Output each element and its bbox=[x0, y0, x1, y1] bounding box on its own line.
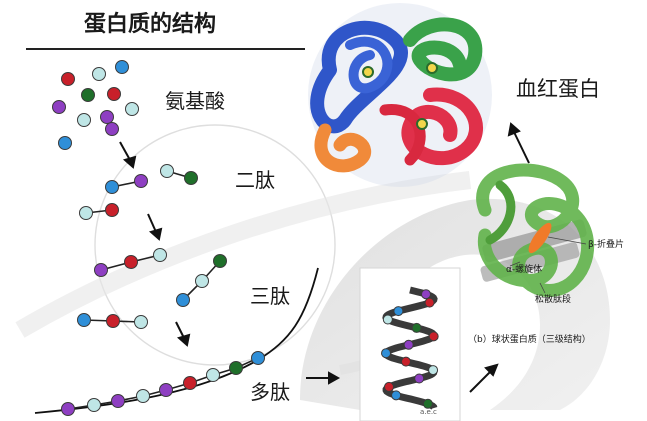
tertiary-leaders bbox=[509, 236, 587, 294]
dipeptide bbox=[79, 203, 119, 220]
amino-acid-bead bbox=[92, 67, 106, 81]
amino-acid-bead bbox=[81, 88, 95, 102]
helix-tag: a.e.c bbox=[420, 408, 437, 416]
amino-acid-bead bbox=[393, 306, 404, 317]
arrow-tertiary-to-hemoglobin bbox=[507, 122, 530, 164]
amino-acid-bead bbox=[100, 110, 114, 124]
amino-acid-bead bbox=[229, 361, 243, 375]
tertiary-structure bbox=[476, 163, 595, 297]
amino-acid-bead bbox=[411, 322, 422, 333]
amino-acid-bead bbox=[251, 351, 265, 365]
process-arrows bbox=[119, 122, 530, 393]
polypeptide-beads bbox=[61, 351, 265, 416]
label-loose-segment: 松散肽段 bbox=[535, 293, 571, 305]
amino-acid-bead bbox=[77, 313, 91, 327]
label-alpha-helix: α-螺旋体 bbox=[506, 263, 542, 275]
amino-acid-bead bbox=[136, 389, 150, 403]
hemoglobin-structure bbox=[308, 3, 492, 187]
tripeptide bbox=[176, 254, 227, 307]
amino-acid-bead bbox=[428, 365, 439, 376]
amino-acid-bead bbox=[422, 398, 433, 409]
label-tripeptide: 三肽 bbox=[250, 284, 290, 308]
amino-acid-bead bbox=[125, 102, 139, 116]
amino-acid-bead bbox=[94, 263, 108, 277]
arrow-amino-to-dipeptide bbox=[119, 141, 137, 169]
amino-acid-bead bbox=[111, 394, 125, 408]
amino-acid-bead bbox=[107, 87, 121, 101]
label-hemoglobin: 血红蛋白 bbox=[516, 77, 600, 101]
amino-acid-bead bbox=[381, 348, 392, 359]
amino-acid-bead bbox=[134, 315, 148, 329]
page-title: 蛋白质的结构 bbox=[84, 11, 216, 37]
amino-acid-bead bbox=[382, 314, 393, 325]
amino-acid-bead bbox=[400, 356, 411, 367]
amino-acid-bead bbox=[414, 373, 425, 384]
dipeptide bbox=[105, 174, 148, 194]
tertiary-caption: （b）球状蛋白质（三级结构） bbox=[468, 333, 591, 345]
amino-acid-bead bbox=[153, 248, 167, 262]
amino-acid-bead bbox=[195, 274, 209, 288]
label-dipeptide: 二肽 bbox=[235, 168, 275, 192]
amino-acid-bead bbox=[105, 122, 119, 136]
tripeptide-chains bbox=[77, 248, 227, 329]
amino-acid-bead bbox=[184, 171, 198, 185]
amino-acid-bead bbox=[206, 368, 220, 382]
amino-acid-bead bbox=[115, 60, 129, 74]
amino-acid-bead bbox=[105, 180, 119, 194]
amino-acid-bead bbox=[383, 381, 394, 392]
polypeptide-chain bbox=[34, 267, 319, 416]
amino-acid-bead bbox=[403, 339, 414, 350]
amino-acid-bead bbox=[391, 390, 402, 401]
label-polypeptide: 多肽 bbox=[250, 380, 290, 404]
amino-acid-bead bbox=[134, 174, 148, 188]
arrow-dipeptide-to-tripeptide bbox=[147, 213, 163, 241]
amino-acid-bead bbox=[106, 314, 120, 328]
dipeptide bbox=[160, 164, 198, 185]
alpha-helix-panel: a.e.c bbox=[359, 267, 461, 421]
label-amino-acid: 氨基酸 bbox=[165, 89, 225, 113]
amino-acid-beads bbox=[52, 60, 139, 150]
amino-acid-bead bbox=[77, 113, 91, 127]
amino-acid-bead bbox=[213, 254, 227, 268]
amino-acid-bead bbox=[58, 136, 72, 150]
amino-acid-bead bbox=[105, 203, 119, 217]
amino-acid-bead bbox=[420, 289, 431, 300]
amino-acid-bead bbox=[124, 255, 138, 269]
amino-acid-bead bbox=[79, 206, 93, 220]
amino-acid-bead bbox=[160, 164, 174, 178]
amino-acid-bead bbox=[183, 376, 197, 390]
amino-acid-bead bbox=[159, 383, 173, 397]
arrow-tripeptide-to-polypeptide bbox=[175, 321, 191, 347]
amino-acid-bead bbox=[428, 331, 439, 342]
tripeptide bbox=[77, 313, 148, 329]
label-beta-sheet: β-折叠片 bbox=[588, 238, 624, 250]
arrow-helix-to-tertiary bbox=[469, 363, 499, 393]
amino-acid-bead bbox=[52, 100, 66, 114]
tripeptide bbox=[94, 248, 167, 277]
amino-acid-bead bbox=[61, 402, 75, 416]
amino-acid-bead bbox=[61, 72, 75, 86]
arrow-polypeptide-to-helix bbox=[306, 371, 341, 385]
amino-acid-bead bbox=[87, 398, 101, 412]
amino-acid-bead bbox=[176, 293, 190, 307]
amino-acid-bead bbox=[424, 297, 435, 308]
dipeptide-chains bbox=[79, 164, 198, 220]
